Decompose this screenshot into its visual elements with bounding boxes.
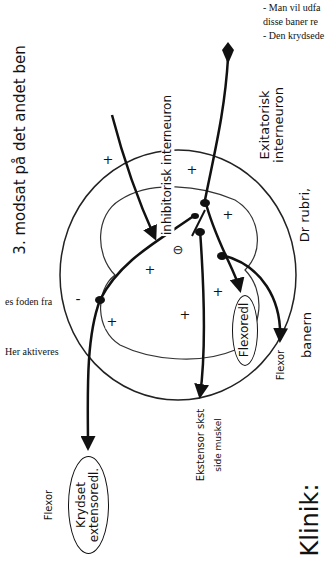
crossed-neuron: [88, 215, 195, 448]
sign-mark: +: [212, 285, 225, 299]
cell-body: [191, 213, 199, 219]
annotation-label: Klinik:: [297, 483, 323, 558]
annotation-label: inhibitorisk interneuron: [161, 94, 174, 236]
sign-mark: -: [74, 292, 81, 307]
annotation-label: Dr rubri,: [298, 187, 312, 243]
annotation-label: - Den krydsede: [262, 30, 325, 41]
annotation-label: Exitatorisk interneuron: [258, 80, 287, 170]
node-text: Flexoredl: [238, 302, 251, 359]
annotation-label: es foden fra: [4, 296, 53, 307]
circled-label: Flexoredl: [232, 295, 258, 366]
sign-mark: +: [144, 263, 157, 277]
annotation-label: Ekstensor skst: [195, 408, 206, 482]
afferent-neuron: [205, 58, 228, 200]
annotation-label: side muskel: [214, 417, 224, 472]
sign-mark: +: [106, 315, 119, 329]
annotation-label: Flexor: [43, 489, 54, 521]
sign-mark: +: [222, 208, 235, 222]
cell-body: [195, 228, 205, 236]
cell-body: [217, 252, 227, 260]
sign-mark: +: [102, 153, 115, 167]
annotation-label: 3. modsat på det andet ben: [12, 44, 29, 255]
annotation-label: Her aktiveres: [4, 346, 60, 357]
neuron-path: [205, 200, 240, 290]
annotation-label: disse baner re: [262, 16, 319, 27]
sign-mark: +: [186, 163, 199, 177]
sign-mark: +: [179, 308, 192, 322]
cell-body: [200, 199, 210, 207]
node-text: Krydset extensoredl.: [75, 464, 101, 546]
neuron-path: [112, 115, 155, 238]
cord-outline: [60, 150, 296, 400]
cell-body: [95, 296, 105, 304]
annotation-label: banern: [300, 311, 314, 359]
sign-mark: ⊖: [172, 243, 185, 257]
circled-label: Krydset extensoredl.: [68, 456, 109, 554]
receptor-symbol: [222, 42, 234, 64]
motor-neuron: [200, 230, 204, 396]
inhibitory-branch: [192, 210, 205, 236]
annotation-label: Flexor: [275, 349, 286, 381]
annotation-label: - Man vil udfa: [262, 2, 322, 13]
